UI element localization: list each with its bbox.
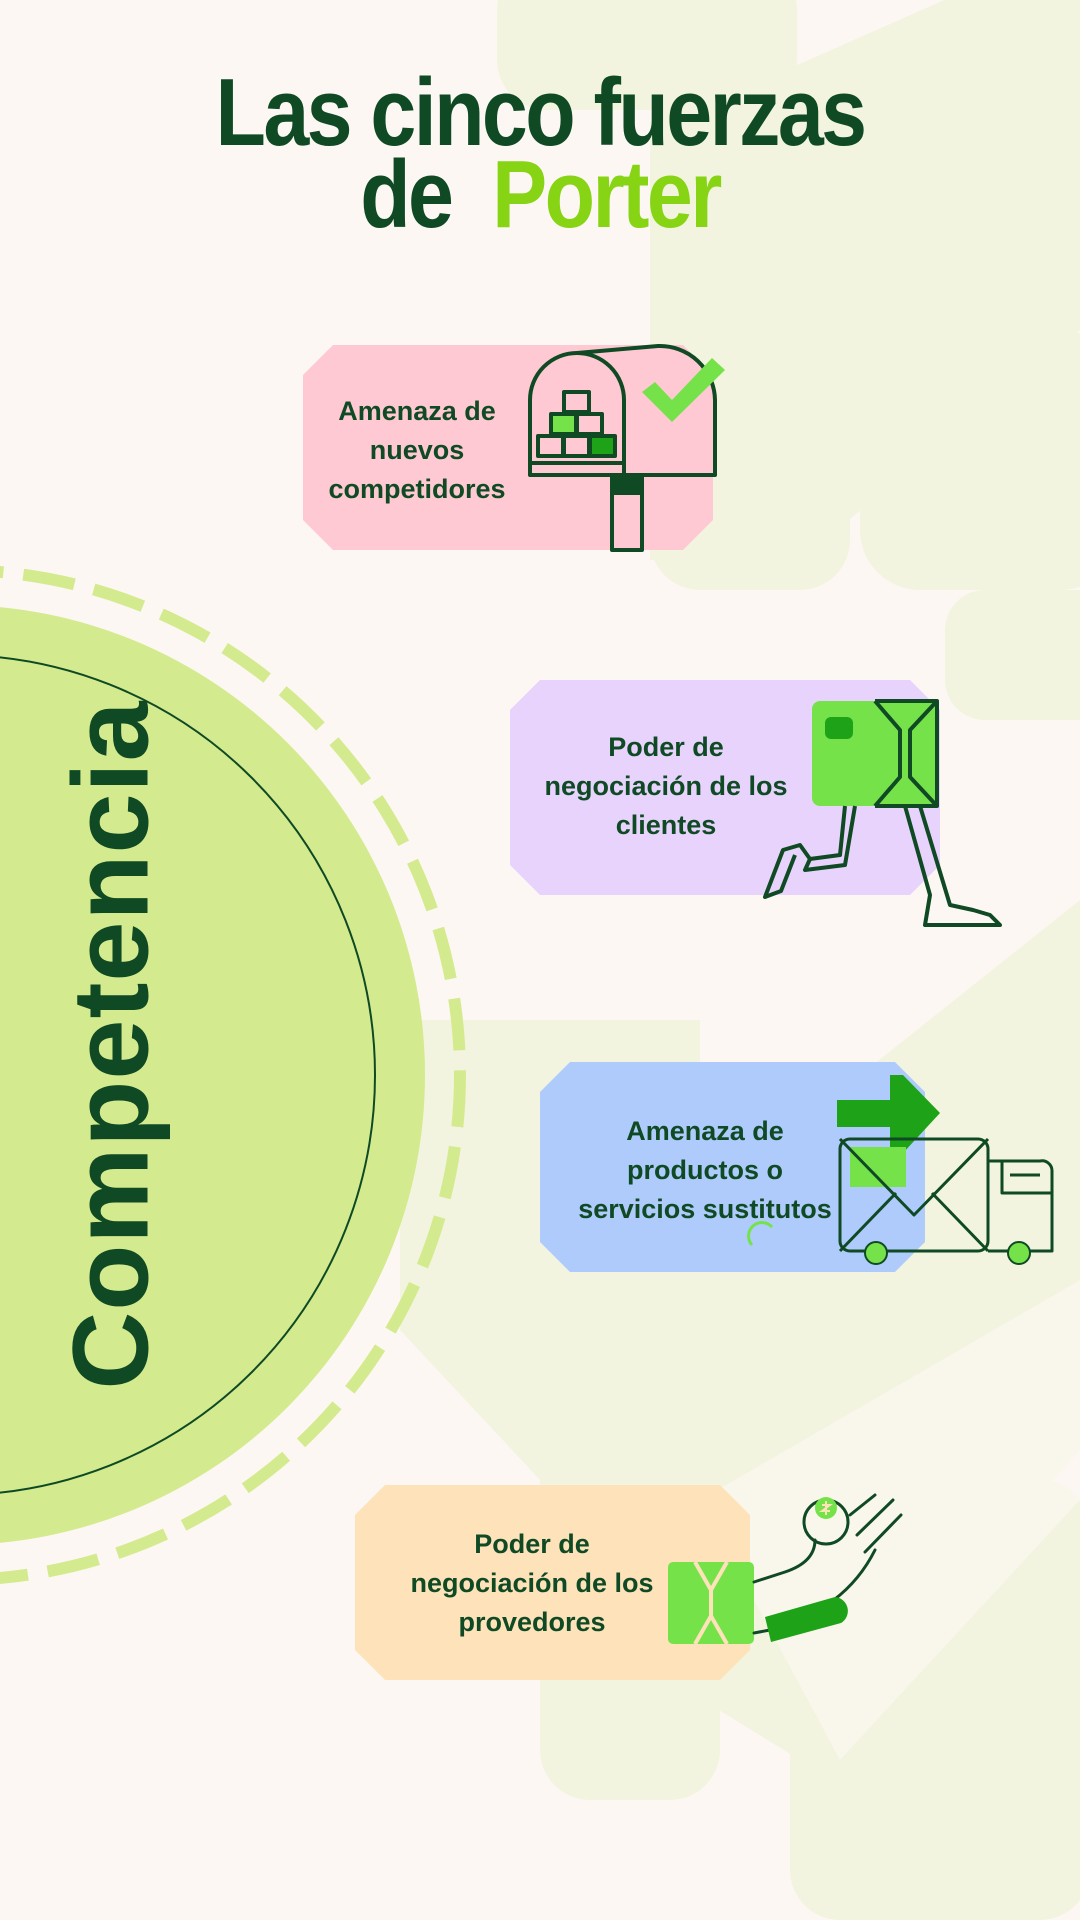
force-2-line-3: clientes (615, 810, 717, 840)
force-card-new-competitors (303, 345, 713, 550)
force-2-line-2: negociación de los (544, 771, 788, 801)
force-label-new-competitors: Amenaza de nuevos competidores (303, 392, 531, 509)
force-label-customer-power: Poder de negociación de los clientes (530, 728, 802, 845)
title-prefix: de (360, 141, 454, 248)
page-title: Las cinco fuerzas de Porter (76, 59, 1005, 243)
payment-hand-icon (668, 1493, 903, 1645)
force-3-line-1: Amenaza de (626, 1116, 784, 1146)
force-2-line-1: Poder de (608, 732, 724, 762)
force-4-line-1: Poder de (474, 1529, 590, 1559)
force-label-supplier-power: Poder de negociación de los provedores (392, 1525, 672, 1642)
force-1-line-1: Amenaza de (338, 396, 496, 426)
title-accent: Porter (492, 141, 722, 248)
force-3-line-3: servicios sustitutos (578, 1194, 832, 1224)
force-1-line-3: competidores (328, 474, 506, 504)
force-3-line-2: productos o (627, 1155, 783, 1185)
force-4-line-3: provedores (458, 1607, 606, 1637)
title-line-1: Las cinco fuerzas (215, 59, 867, 166)
force-1-line-2: nuevos (369, 435, 465, 465)
delivery-truck-icon (747, 1075, 1054, 1265)
center-label: Competencia (49, 700, 171, 1390)
force-4-line-2: negociación de los (410, 1568, 654, 1598)
force-label-substitutes: Amenaza de productos o servicios sustitu… (560, 1112, 850, 1229)
mailbox-icon (528, 343, 725, 552)
title-line-2: de Porter (76, 147, 1005, 243)
walking-wallet-icon (763, 699, 1002, 927)
